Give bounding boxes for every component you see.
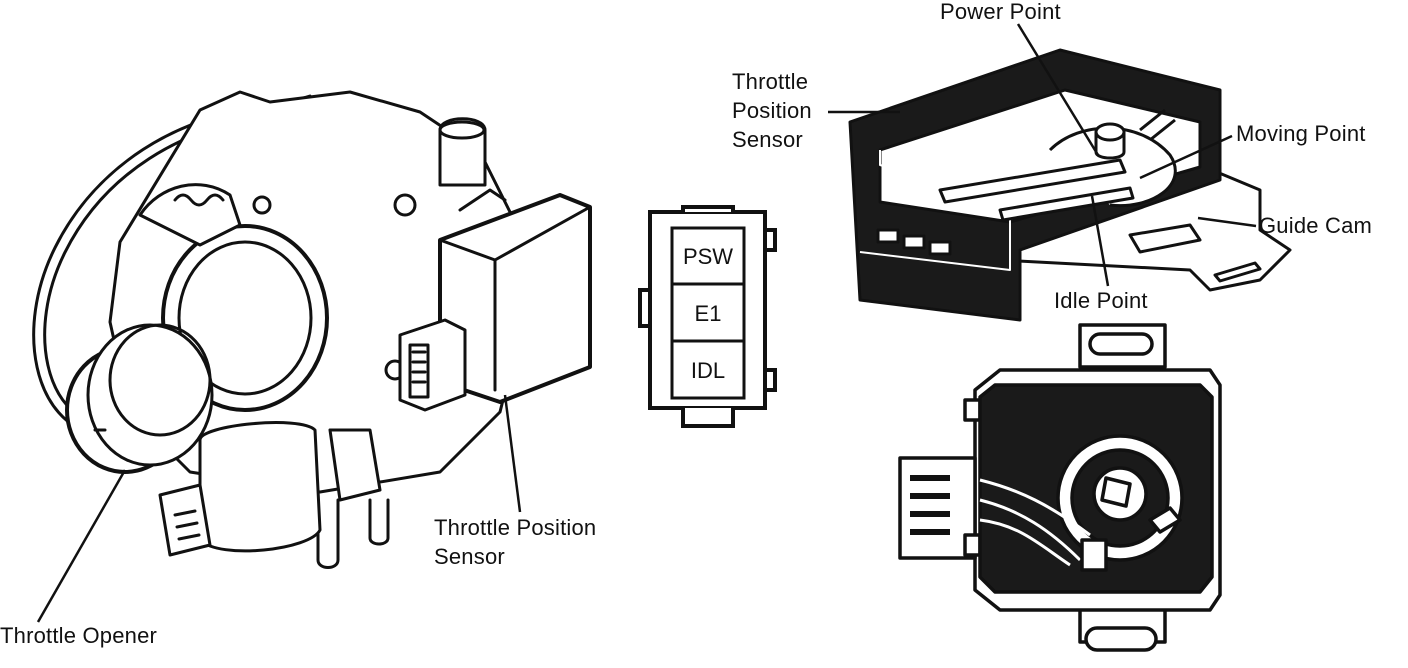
pin-idl: IDL [691, 358, 725, 383]
label-power-point: Power Point [940, 0, 1061, 24]
leader-power-point [1016, 23, 1100, 156]
tps-cutaway-illustration [848, 48, 1292, 322]
tps-face-illustration [898, 323, 1222, 652]
label-throttle-opener: Throttle Opener [0, 623, 158, 648]
opener-coupler [198, 421, 322, 553]
pin-e1: E1 [695, 301, 722, 326]
leader-guide-cam [1197, 216, 1257, 228]
connector-illustration [638, 205, 777, 428]
leader-tps-bottom [503, 394, 522, 513]
leader-throttle-opener [36, 469, 127, 623]
label-tps-bottom-line1: Throttle Position [434, 515, 597, 540]
leader-moving-point [1139, 134, 1233, 180]
label-moving-point: Moving Point [1236, 121, 1366, 146]
label-tps-bottom-line2: Sensor [434, 544, 505, 569]
leader-idle-point [1090, 195, 1110, 287]
throttle-body-illustration [32, 90, 592, 569]
label-tps-top-line2: Position [732, 98, 812, 123]
leader-lines-left [36, 394, 522, 623]
leader-lines-right [828, 23, 1257, 287]
label-tps-top-line1: Throttle [732, 69, 809, 94]
label-idle-point: Idle Point [1054, 288, 1148, 313]
label-guide-cam: Guide Cam [1259, 213, 1373, 238]
pin-psw: PSW [683, 244, 733, 269]
label-tps-top-line3: Sensor [732, 127, 803, 152]
